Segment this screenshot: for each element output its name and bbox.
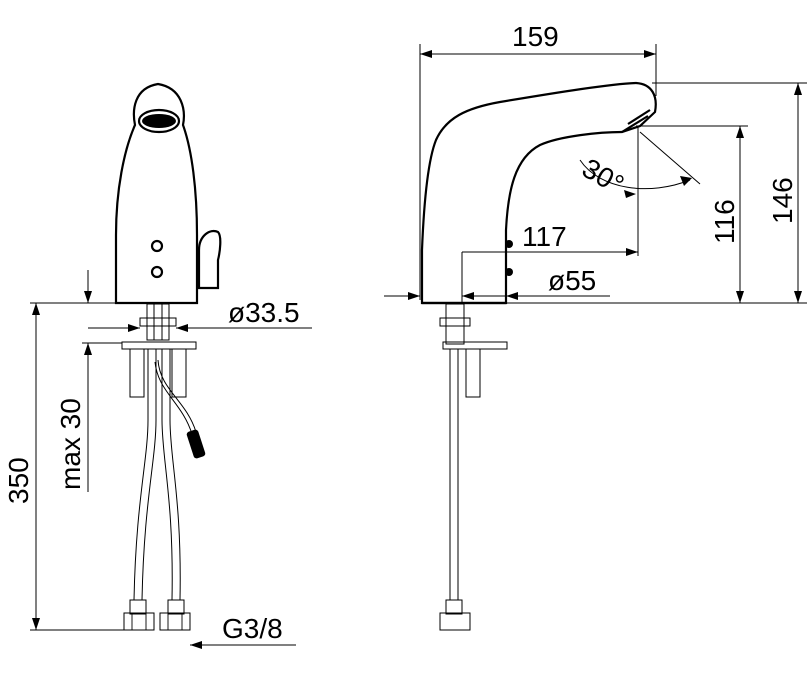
front-sensor-lower-icon — [150, 265, 164, 279]
deck-thickness-label: max 30 — [55, 398, 86, 490]
angle-arc — [579, 159, 691, 190]
base-diameter-label: ø55 — [548, 265, 596, 296]
side-sensor-upper-icon — [505, 240, 513, 248]
front-hose-left-b — [141, 349, 157, 601]
front-nut — [139, 317, 177, 327]
side-faucet-body — [420, 81, 657, 305]
connection-label: G3/8 — [222, 613, 283, 644]
front-connector-right — [159, 612, 191, 631]
depth-outlet-label: 117 — [522, 221, 567, 252]
side-view — [420, 81, 657, 631]
hole-diameter-label: ø33.5 — [228, 297, 300, 328]
side-mounting-stem — [445, 303, 465, 345]
side-clamp-plate — [442, 341, 508, 350]
front-clamp-plate — [121, 341, 197, 350]
front-hose-right-a — [161, 349, 173, 601]
side-sensor-lower-icon — [505, 268, 513, 276]
side-connector — [439, 612, 471, 631]
front-hose-end-left — [129, 599, 147, 615]
outlet-height-label: 116 — [709, 199, 740, 244]
front-spout-outlet — [137, 108, 181, 134]
front-sensor-cable — [157, 359, 197, 433]
side-outlet — [621, 115, 649, 133]
front-cable-plug — [186, 429, 206, 459]
front-hose-left-a — [133, 349, 149, 601]
side-clamp-rod — [465, 348, 481, 398]
front-outlet-aerator — [142, 114, 176, 128]
front-hose-end-right — [167, 599, 185, 615]
front-view — [114, 82, 222, 631]
front-mounting-stem — [146, 303, 170, 341]
front-connector-left — [123, 612, 155, 631]
front-hose-right-b — [169, 349, 181, 601]
front-sensor-upper-icon — [150, 239, 164, 253]
front-dimensions: ø33.5 max 30 350 G3/8 — [3, 270, 312, 649]
hose-length-label: 350 — [3, 457, 34, 504]
front-side-lever — [197, 229, 222, 290]
front-faucet-body — [114, 82, 199, 305]
front-clamp-rod-left — [129, 348, 145, 398]
angle-label: 30° — [577, 152, 629, 200]
width-total-label: 159 — [512, 21, 559, 52]
side-dimensions: 159 117 ø55 116 146 30° — [384, 21, 807, 304]
front-clamp-rod-right — [171, 348, 187, 398]
total-height-label: 146 — [767, 177, 798, 224]
